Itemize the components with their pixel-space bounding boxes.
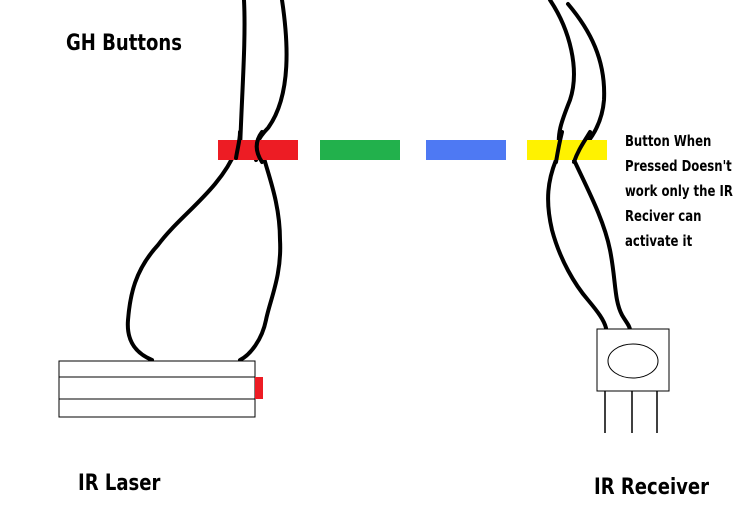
ir-laser-label: IR Laser [78,471,161,496]
ir-laser [58,360,263,418]
wire-over-red-left [234,130,242,160]
wire-yellow-to-receiver-right [572,158,632,332]
laser-body-bottom [58,398,256,418]
wire-over-yellow-left [554,130,564,164]
note-line: work only the IR [625,182,733,200]
note-line: activate it [625,232,693,250]
wire-yellow-top-right [566,2,607,154]
wire-yellow-to-receiver-left [546,158,608,330]
ir-receiver-label: IR Receiver [594,475,710,500]
note-line: Button When [625,132,712,150]
note-line: Pressed Doesn't [625,157,732,175]
laser-tip [255,377,263,399]
button-note: Button When Pressed Doesn't work only th… [625,129,742,254]
note-line: Reciver can [625,207,702,225]
diagram-title: GH Buttons [66,31,183,56]
receiver-lens [607,343,659,379]
wire-over-red-right [254,130,264,164]
wire-red-top-left [238,0,247,152]
wire-over-yellow-right [572,130,592,164]
blue-button [426,140,506,160]
wire-red-to-laser-left [125,148,238,362]
wire-red-to-laser-right [238,148,283,362]
yellow-button [527,140,607,160]
ir-receiver [596,328,670,433]
green-button [320,140,400,160]
wire-yellow-top-left [548,0,576,154]
